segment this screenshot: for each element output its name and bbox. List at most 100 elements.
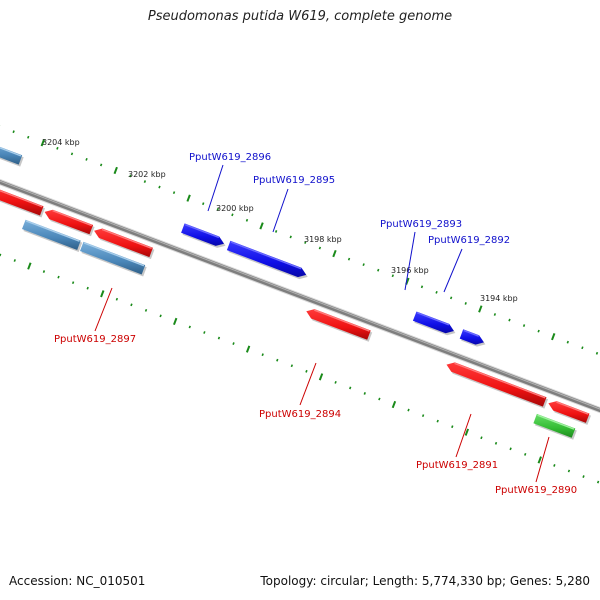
callout-line	[207, 164, 224, 212]
gene-unlabeled[interactable]	[22, 219, 83, 252]
outer-scale-tick	[231, 213, 234, 217]
gene-unlabeled[interactable]	[94, 228, 155, 260]
gene-highlight	[0, 147, 22, 157]
gene-PputW619_2890[interactable]	[533, 413, 577, 440]
outer-scale-tick	[566, 340, 569, 344]
callout-line	[455, 413, 472, 458]
gene-PputW619_2897[interactable]	[80, 241, 147, 277]
outer-scale-tick	[158, 185, 161, 189]
gene-PputW619_2893[interactable]	[412, 311, 456, 336]
gene-label-PputW619_2895[interactable]: PputW619_2895	[253, 175, 335, 186]
outer-scale-tick	[202, 202, 205, 206]
inner-scale-tick	[524, 452, 527, 456]
inner-scale-tick	[217, 336, 221, 340]
outer-scale-tick	[435, 290, 438, 294]
scale-label: 3196 kbp	[391, 266, 429, 275]
inner-scale-tick	[509, 447, 512, 451]
outer-scale-tick	[289, 235, 292, 239]
inner-scale-tick	[173, 317, 178, 326]
gene-body	[533, 413, 576, 438]
inner-scale-tick	[567, 469, 571, 473]
outer-scale-tick	[113, 166, 118, 175]
gene-features	[0, 140, 591, 440]
inner-scale-tick	[276, 358, 279, 362]
gene-highlight	[0, 189, 43, 208]
callout-line	[272, 188, 289, 233]
gene-body	[0, 189, 44, 216]
inner-scale-tick	[537, 456, 542, 464]
inner-scale-tick	[245, 345, 251, 353]
inner-scale-tick	[159, 314, 162, 318]
inner-scale-tick	[407, 408, 410, 412]
gene-PputW619_2891[interactable]	[446, 362, 549, 409]
gene-PputW619_2896[interactable]	[181, 223, 226, 248]
gene-highlight	[25, 220, 80, 242]
inner-scale-tick	[436, 419, 439, 423]
inner-scale-tick	[115, 297, 119, 301]
gene-body	[446, 362, 547, 407]
outer-scale-tick	[245, 218, 249, 222]
gene-body	[548, 401, 590, 423]
map-title: Pseudomonas putida W619, complete genome	[147, 9, 453, 24]
gene-label-PputW619_2896[interactable]: PputW619_2896	[189, 152, 271, 163]
inner-scale-tick	[188, 325, 191, 329]
outer-scale-tick	[304, 241, 307, 244]
inner-scale-tick	[363, 392, 366, 395]
callout-line	[443, 248, 463, 293]
gene-label-PputW619_2891[interactable]: PputW619_2891	[416, 460, 498, 471]
outer-scale-tick	[478, 305, 483, 313]
inner-scale-tick	[553, 464, 556, 467]
outer-scale-tick	[40, 139, 45, 147]
gene-PputW619_2892[interactable]	[459, 329, 486, 347]
gene-highlight	[101, 228, 152, 249]
inner-scale-tick	[305, 369, 308, 373]
inner-scale-tick	[27, 262, 32, 270]
inner-scale-tick	[582, 475, 585, 478]
gene-unlabeled[interactable]	[0, 181, 45, 218]
outer-scale-tick	[172, 191, 176, 195]
gene-body	[306, 309, 371, 340]
gene-unlabeled[interactable]	[548, 401, 591, 425]
inner-scale-tick	[100, 290, 105, 298]
gene-highlight	[463, 329, 479, 337]
outer-scale-tick	[85, 157, 88, 161]
gene-label-PputW619_2893[interactable]: PputW619_2893	[380, 219, 462, 230]
outer-scale-tick	[508, 318, 511, 322]
inner-scale-tick	[86, 286, 89, 290]
outer-scale-tick	[537, 329, 540, 333]
gene-body	[459, 329, 484, 345]
outer-scale-tick	[362, 263, 365, 267]
scale-label: 3200 kbp	[216, 204, 254, 213]
gene-body	[181, 223, 224, 246]
gene-callouts: PputW619_2896PputW619_2895PputW619_2893P…	[54, 152, 577, 496]
gene-PputW619_2895[interactable]	[226, 240, 308, 280]
outer-scale-tick	[581, 346, 584, 350]
inner-scale-tick	[596, 480, 600, 484]
outer-scale-tick	[332, 249, 337, 258]
gene-highlight	[556, 401, 589, 415]
gene-label-PputW619_2894[interactable]: PputW619_2894	[259, 409, 341, 420]
gene-label-PputW619_2897[interactable]: PputW619_2897	[54, 334, 136, 345]
outer-scale-tick	[391, 274, 394, 278]
outer-scale-tick	[56, 146, 59, 150]
outer-scale-tick	[318, 246, 322, 250]
gene-label-PputW619_2892[interactable]: PputW619_2892	[428, 235, 510, 246]
gene-highlight	[454, 362, 546, 399]
inner-scale-tick	[130, 303, 133, 307]
inner-scale-tick	[464, 428, 470, 436]
callout-line	[299, 362, 317, 406]
gene-unlabeled[interactable]	[44, 209, 95, 237]
gene-label-PputW619_2890[interactable]: PputW619_2890	[495, 485, 577, 496]
outer-scale-tick	[347, 257, 351, 261]
gene-body	[412, 311, 454, 334]
inner-scale-tick	[349, 386, 352, 390]
scale-label: 3204 kbp	[42, 138, 80, 147]
gene-unlabeled[interactable]	[0, 140, 24, 167]
inner-scale-tick	[42, 270, 46, 273]
outer-scale-tick	[99, 163, 103, 167]
gene-PputW619_2894[interactable]	[306, 309, 373, 342]
inner-scale-tick	[232, 342, 235, 345]
outer-scale-tick	[522, 324, 526, 327]
